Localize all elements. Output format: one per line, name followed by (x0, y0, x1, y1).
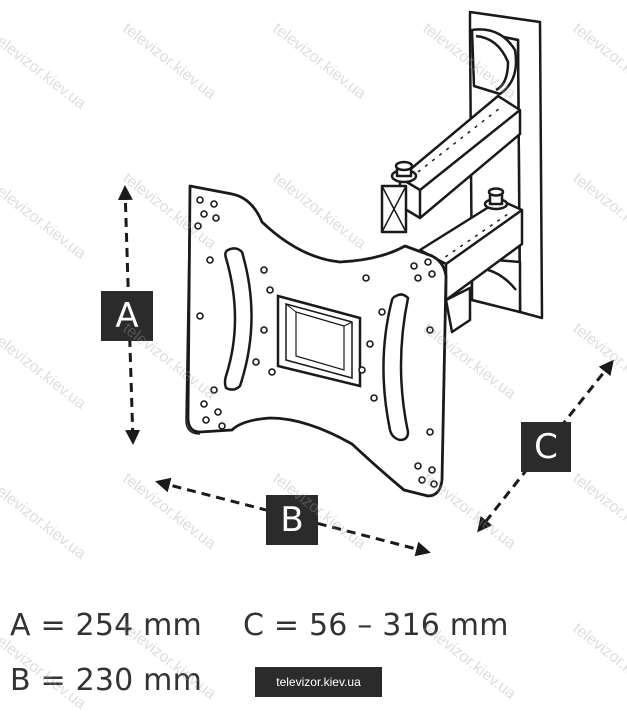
spec-b: B = 230 mm (10, 663, 203, 698)
vesa-plate (185, 184, 448, 498)
upper-arm (380, 94, 522, 234)
site-badge: televizor.kiev.ua (255, 667, 382, 697)
dimension-b-label: B (266, 495, 318, 545)
dimension-a-label: A (101, 291, 153, 341)
spec-c: C = 56 – 316 mm (243, 608, 509, 643)
spec-a: A = 254 mm (10, 608, 202, 643)
dimension-c-label: C (521, 422, 571, 472)
